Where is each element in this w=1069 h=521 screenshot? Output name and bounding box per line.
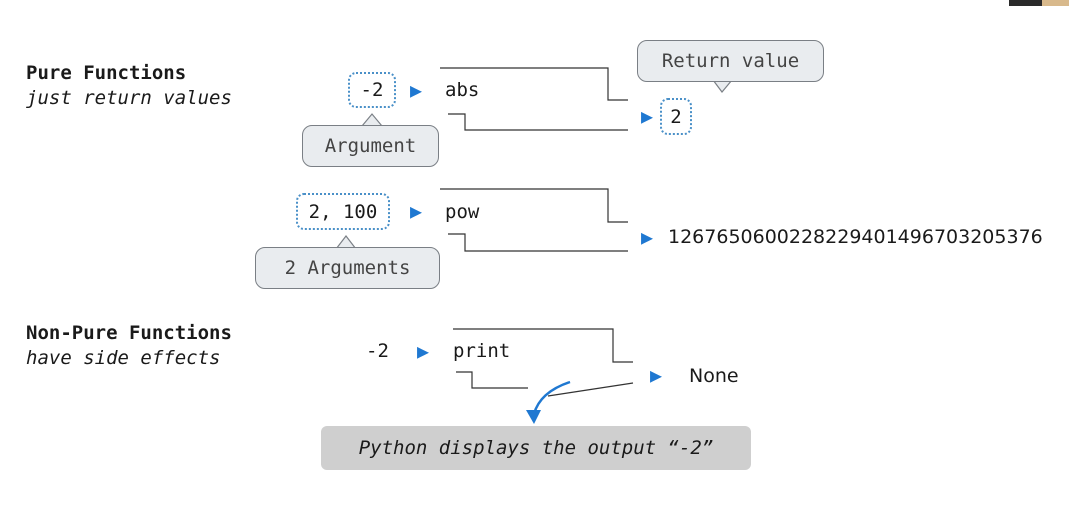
corner-mark <box>1009 0 1069 6</box>
nonpure-subtitle: have side effects <box>26 347 221 369</box>
abs-argument: -2 <box>348 72 396 108</box>
pow-result: 1267650600228229401496703205376 <box>668 226 1043 248</box>
side-effect-arrowhead <box>526 410 541 424</box>
pow-arguments: 2, 100 <box>296 193 390 230</box>
return-value-callout: Return value <box>637 40 824 82</box>
pure-subtitle: just return values <box>26 87 232 109</box>
arguments-callout: 2 Arguments <box>255 247 440 289</box>
pow-box-bottom <box>448 233 628 252</box>
abs-input-arrow-icon: ▶ <box>410 78 423 102</box>
abs-box-bottom <box>448 113 628 131</box>
nonpure-heading: Non-Pure Functions <box>26 322 232 344</box>
print-argument: -2 <box>366 340 389 362</box>
print-output-arrow-icon: ▶ <box>650 363 663 387</box>
argument-callout: Argument <box>302 125 439 167</box>
print-box-bottom <box>456 371 528 389</box>
abs-box-top <box>440 67 628 101</box>
pow-box-top <box>440 188 628 223</box>
pow-function-name: pow <box>445 201 480 223</box>
pow-input-arrow-icon: ▶ <box>410 199 423 223</box>
print-result: None <box>689 365 739 387</box>
side-effect-arrow <box>532 380 571 415</box>
print-input-arrow-icon: ▶ <box>417 339 430 363</box>
side-effect-banner: Python displays the output “-2” <box>321 426 751 470</box>
print-function-name: print <box>453 340 511 362</box>
abs-function-name: abs <box>445 79 480 101</box>
pow-output-arrow-icon: ▶ <box>641 225 654 249</box>
abs-output-arrow-icon: ▶ <box>641 104 654 128</box>
pure-heading: Pure Functions <box>26 62 187 84</box>
abs-result: 2 <box>660 98 692 135</box>
print-box-bottom-right <box>547 382 634 397</box>
print-box-top <box>453 328 633 363</box>
